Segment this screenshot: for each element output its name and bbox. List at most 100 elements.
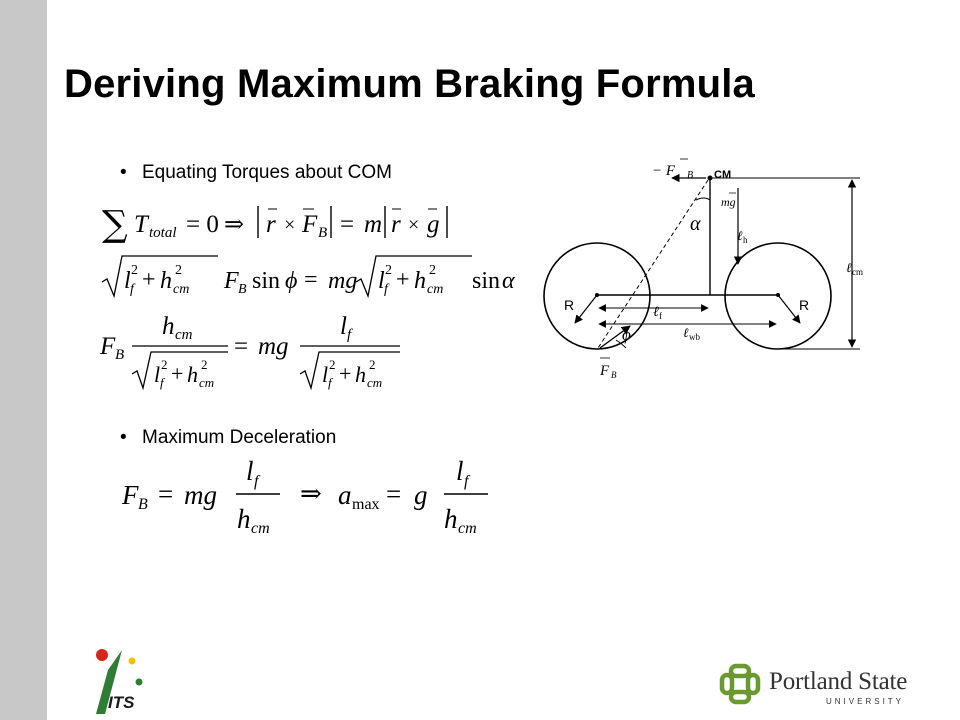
equation-force-ratio: F B h cm l f 2 + h cm 2 = mg l f l f 2 +… [99, 313, 400, 391]
svg-text:+: + [396, 267, 410, 293]
svg-text:cm: cm [427, 282, 443, 297]
label-phi: ϕ [622, 325, 631, 344]
svg-text:2: 2 [369, 357, 376, 372]
label-fb-bottom: F [599, 363, 610, 379]
svg-text:=: = [158, 479, 173, 509]
svg-text:⇒: ⇒ [224, 210, 244, 238]
label-l-wb: ℓ [683, 325, 689, 340]
svg-text:f: f [130, 282, 136, 297]
label-l-f: ℓ [653, 305, 659, 320]
bullet-maximum-deceleration: • Maximum Deceleration [120, 427, 336, 449]
svg-text:mg: mg [328, 268, 357, 294]
svg-text:cm: cm [251, 520, 270, 537]
label-r-rear: R [799, 297, 809, 313]
front-wheel [543, 242, 651, 350]
svg-text:max: max [352, 496, 380, 513]
bullet-text: Maximum Deceleration [142, 427, 337, 448]
svg-text:F: F [99, 333, 116, 360]
svg-text:f: f [328, 375, 334, 390]
bullet-dot: • [120, 162, 127, 183]
svg-text:sin: sin [472, 268, 500, 294]
svg-text:×: × [408, 214, 419, 236]
bullet-dot: • [120, 427, 127, 448]
svg-text:∑: ∑ [102, 204, 128, 245]
svg-text:mg: mg [258, 333, 289, 360]
label-alpha: α [690, 213, 701, 235]
svg-text:cm: cm [175, 327, 193, 343]
svg-text:F: F [301, 211, 318, 238]
label-minus-fb-sub: B [687, 170, 693, 181]
rear-wheel [724, 242, 832, 350]
equation-torque-sum: ∑ T total = 0 ⇒ r × F B = m r × g [102, 204, 448, 245]
svg-text:B: B [238, 282, 247, 297]
svg-text:=: = [304, 267, 318, 293]
bullet-equating-torques: • Equating Torques about COM [120, 162, 392, 184]
label-l-h: ℓ [737, 228, 743, 243]
svg-text:=: = [340, 211, 354, 238]
svg-text:l: l [246, 456, 254, 486]
svg-text:T: T [134, 211, 150, 238]
svg-text:l: l [378, 268, 385, 294]
svg-text:2: 2 [161, 357, 168, 372]
svg-text:B: B [318, 225, 327, 241]
label-mg: mg [721, 195, 736, 209]
svg-text:cm: cm [199, 375, 214, 390]
label-l-h-sub: h [743, 235, 748, 245]
label-r-front: R [564, 297, 574, 313]
svg-text:α: α [502, 268, 515, 294]
svg-text:2: 2 [131, 263, 138, 278]
equation-max-deceleration: F B = mg l f h cm ⇒ a max = g l f h cm [121, 456, 488, 537]
svg-text:mg: mg [184, 480, 217, 510]
left-sidebar-band [0, 0, 47, 720]
svg-text:+: + [339, 361, 351, 386]
svg-text:cm: cm [367, 375, 382, 390]
bullet-text: Equating Torques about COM [142, 162, 392, 183]
svg-text:f: f [347, 327, 353, 343]
svg-text:h: h [444, 504, 458, 534]
psu-logo-subtitle: UNIVERSITY [826, 697, 905, 706]
svg-text:a: a [338, 480, 352, 510]
svg-text:l: l [340, 313, 347, 340]
svg-text:⇒: ⇒ [300, 479, 322, 509]
svg-text:h: h [187, 362, 198, 387]
label-cm: CM [714, 169, 731, 181]
svg-text:= 0: = 0 [186, 211, 219, 238]
svg-text:l: l [124, 268, 131, 294]
label-l-f-sub: f [659, 311, 662, 321]
label-fb-bottom-sub: B [611, 370, 617, 380]
svg-text:=: = [234, 333, 248, 360]
svg-text:2: 2 [429, 263, 436, 278]
label-minus-fb: − F [652, 163, 676, 179]
svg-text:2: 2 [329, 357, 336, 372]
its-yellow-dot [128, 657, 136, 665]
svg-text:cm: cm [173, 282, 189, 297]
its-logo-text: ITS [108, 693, 135, 712]
svg-text:r: r [266, 211, 276, 238]
svg-text:m: m [364, 211, 382, 238]
svg-text:f: f [464, 473, 471, 490]
svg-text:F: F [223, 268, 239, 294]
svg-text:h: h [162, 313, 175, 340]
svg-text:sin: sin [252, 268, 280, 294]
svg-text:ϕ: ϕ [285, 268, 297, 294]
label-l-cm-sub: cm [852, 267, 863, 277]
svg-text:2: 2 [385, 263, 392, 278]
svg-text:l: l [154, 362, 160, 387]
slide-title: Deriving Maximum Braking Formula [64, 62, 755, 106]
svg-text:f: f [160, 375, 166, 390]
svg-text:2: 2 [175, 263, 182, 278]
its-green-dot [135, 678, 143, 686]
svg-text:h: h [237, 504, 251, 534]
svg-text:g: g [427, 211, 440, 238]
svg-text:×: × [284, 214, 295, 236]
svg-text:total: total [149, 225, 177, 241]
psu-logo-name: Portland State [769, 668, 908, 695]
svg-text:l: l [456, 456, 464, 486]
svg-text:=: = [386, 479, 401, 509]
svg-text:f: f [384, 282, 390, 297]
svg-text:f: f [254, 473, 261, 490]
svg-text:+: + [171, 361, 183, 386]
svg-text:r: r [391, 211, 401, 238]
svg-text:h: h [355, 362, 366, 387]
its-logo: ITS [96, 649, 143, 714]
